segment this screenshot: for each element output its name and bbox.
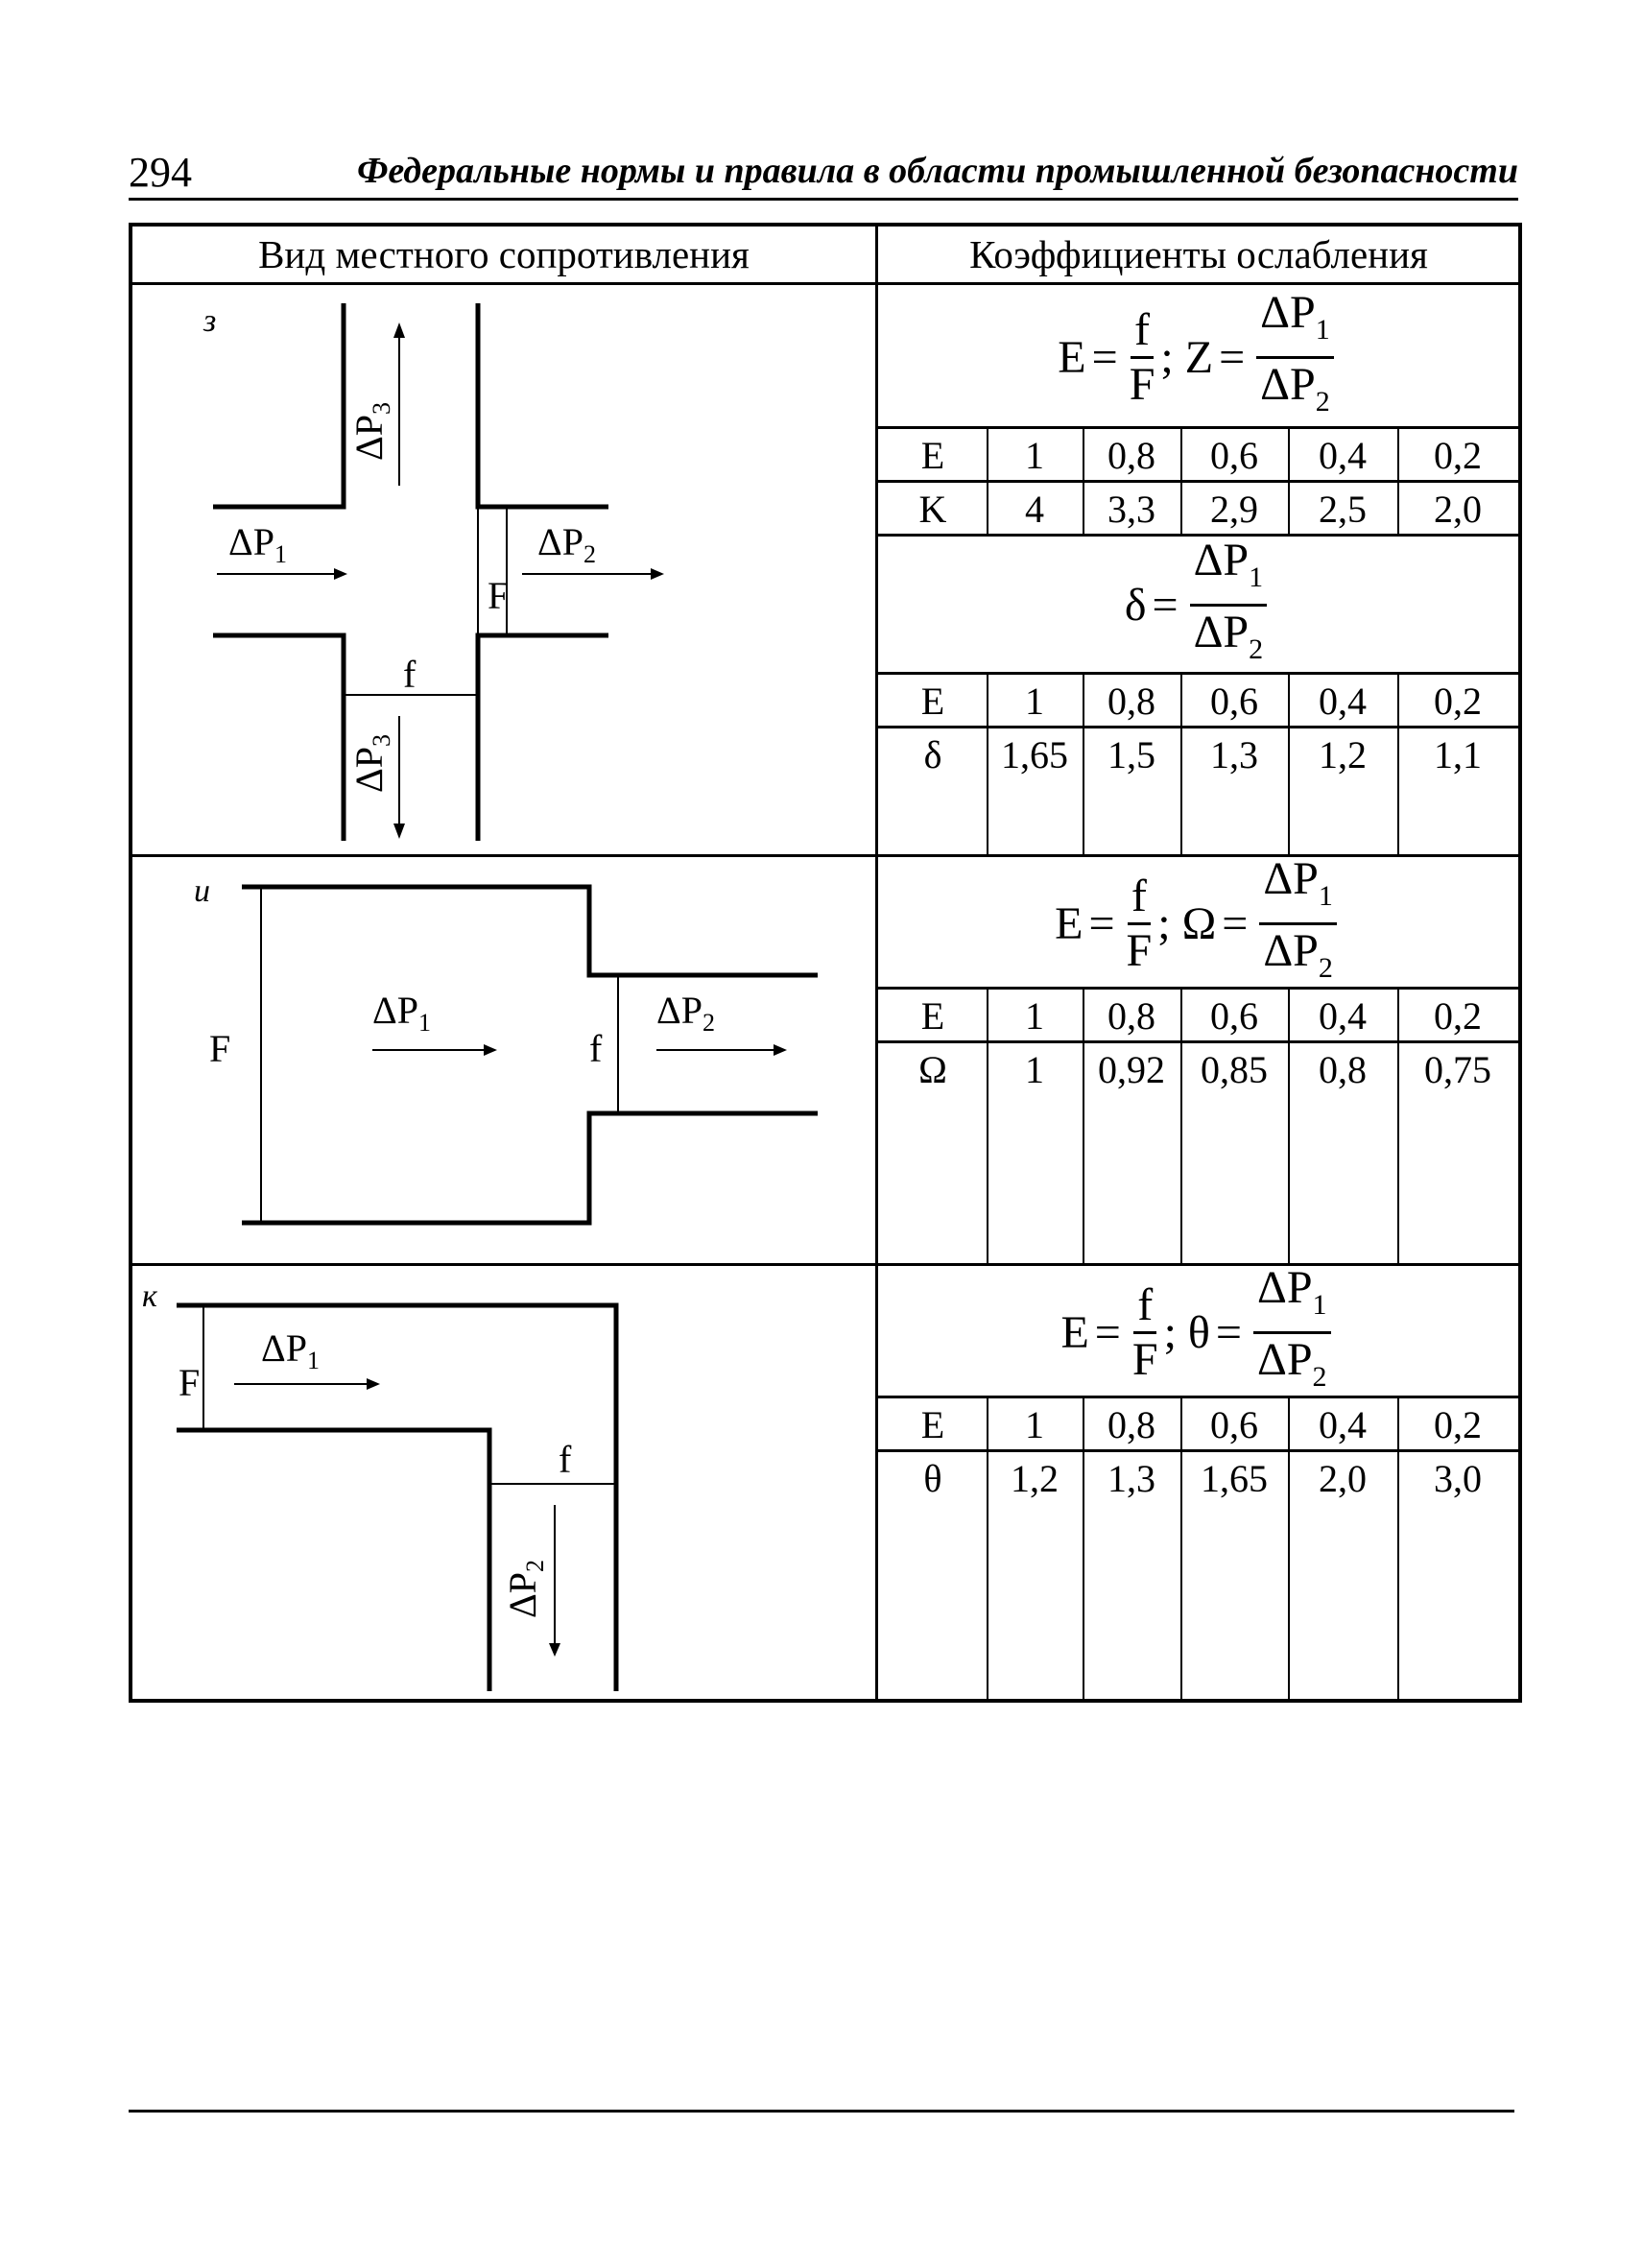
- label-dp2: ΔP2: [656, 989, 715, 1037]
- label-f: f: [559, 1438, 572, 1481]
- table-cell: 0,75: [1424, 1048, 1491, 1091]
- label-F: F: [179, 1361, 200, 1404]
- label-dp1: ΔP1: [228, 520, 287, 568]
- table-cell: 1: [1025, 994, 1044, 1038]
- table-cell: 1: [1025, 1048, 1044, 1091]
- table-cell: 1,65: [1001, 733, 1068, 776]
- table-cell: 1: [1025, 1403, 1044, 1446]
- section-divider: [132, 854, 1518, 857]
- table-cell: θ: [923, 1457, 942, 1500]
- table-cell: 0,4: [1319, 994, 1367, 1038]
- label-dp2: ΔP2: [537, 520, 596, 568]
- table-cell: 1,1: [1434, 733, 1482, 776]
- col-header-type: Вид местного сопротивления: [258, 232, 750, 276]
- table-cell: 0,6: [1210, 680, 1258, 723]
- table-cell: 0,85: [1201, 1048, 1268, 1091]
- table-cell: 1,3: [1107, 1457, 1155, 1500]
- table-cell: E: [920, 994, 945, 1038]
- label-f: f: [403, 653, 417, 696]
- table-cell: 2,5: [1319, 488, 1367, 531]
- table-cell: 3,0: [1434, 1457, 1482, 1500]
- section-letter-k: к: [142, 1278, 157, 1314]
- table-cell: 0,2: [1434, 994, 1482, 1038]
- label-dp1: ΔP1: [372, 989, 431, 1037]
- table-cell: K: [918, 488, 947, 531]
- table-cell: 1: [1025, 434, 1044, 477]
- page-number: 294: [129, 149, 192, 196]
- table-cell: 0,92: [1098, 1048, 1165, 1091]
- label-dp1: ΔP1: [261, 1326, 320, 1374]
- section-divider: [132, 1263, 1518, 1266]
- formula-delta: δ= ΔP1 ΔP2: [879, 535, 1518, 672]
- table-cell: 0,2: [1434, 434, 1482, 477]
- table-cell: 0,6: [1210, 1403, 1258, 1446]
- column-divider: [875, 227, 878, 1699]
- table-cell: 0,2: [1434, 680, 1482, 723]
- table-cell: 0,8: [1107, 994, 1155, 1038]
- table-cell: 0,8: [1319, 1048, 1367, 1091]
- table-cell: 4: [1025, 488, 1044, 531]
- page-header: 294 Федеральные нормы и правила в област…: [129, 144, 1518, 201]
- label-dp3-top: ΔP3: [347, 402, 395, 461]
- resistance-table: Вид местного сопротивления Коэффициенты …: [129, 223, 1522, 1703]
- table-cell: 0,6: [1210, 994, 1258, 1038]
- table-cell: 0,8: [1107, 1403, 1155, 1446]
- label-F: F: [209, 1027, 230, 1070]
- header-rule: [132, 282, 1518, 285]
- table-cell: 1,5: [1107, 733, 1155, 776]
- table-cell: Ω: [918, 1048, 947, 1091]
- table-cell: δ: [923, 733, 942, 776]
- table-cell: 1,3: [1210, 733, 1258, 776]
- table-cell: 3,3: [1107, 488, 1155, 531]
- table-cell: 1,2: [1011, 1457, 1059, 1500]
- table-cell: 0,8: [1107, 434, 1155, 477]
- table-cell: E: [920, 434, 945, 477]
- table-cell: 2,9: [1210, 488, 1258, 531]
- label-dp2: ΔP2: [501, 1560, 549, 1618]
- section-letter-z: з: [203, 303, 217, 339]
- table-cell: 2,0: [1434, 488, 1482, 531]
- diagram-contraction: F f ΔP1 ΔP2: [209, 884, 818, 1226]
- section-letter-i: и: [194, 873, 210, 909]
- label-F: F: [488, 574, 509, 617]
- table-cell: 0,6: [1210, 434, 1258, 477]
- table-cell: E: [920, 680, 945, 723]
- table-cell: 0,4: [1319, 1403, 1367, 1446]
- table-cell: 0,8: [1107, 680, 1155, 723]
- table-cell: 0,4: [1319, 680, 1367, 723]
- col-header-coefficients: Коэффициенты ослабления: [969, 232, 1428, 276]
- label-dp3-bottom: ΔP3: [347, 734, 395, 793]
- running-title: Федеральные нормы и правила в области пр…: [357, 151, 1518, 191]
- table-cell: 2,0: [1319, 1457, 1367, 1500]
- table-cell: 1: [1025, 680, 1044, 723]
- footer-rule: [129, 2110, 1514, 2113]
- diagram-cross-junction: ΔP1 ΔP2 F f ΔP3 ΔP3: [213, 303, 664, 841]
- label-f: f: [589, 1027, 603, 1070]
- table-cell: 0,4: [1319, 434, 1367, 477]
- table-cell: 1,2: [1319, 733, 1367, 776]
- diagram-elbow: F f ΔP1 ΔP2: [177, 1302, 619, 1691]
- table-cell: 1,65: [1201, 1457, 1268, 1500]
- table-cell: 0,2: [1434, 1403, 1482, 1446]
- table-cell: E: [920, 1403, 945, 1446]
